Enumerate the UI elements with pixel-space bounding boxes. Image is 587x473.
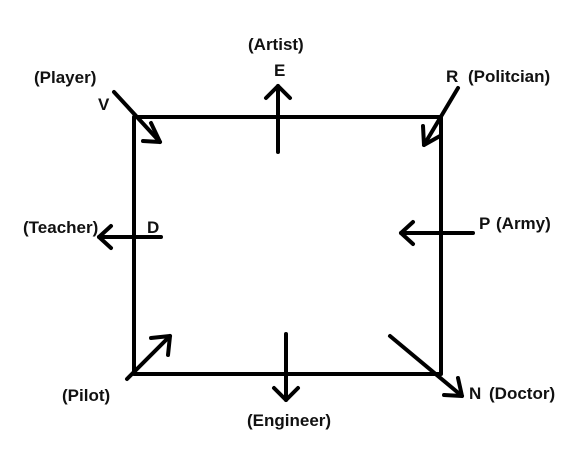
arrow-army-facing-inward xyxy=(399,220,475,246)
arrow-player-facing-inward xyxy=(112,90,162,144)
label-army-letter: P xyxy=(479,214,490,233)
label-pilot-role: (Pilot) xyxy=(62,386,110,405)
label-doctor-role: (Doctor) xyxy=(489,384,555,403)
arrow-politician-facing-inward xyxy=(421,86,460,147)
arrow-teacher-facing-outward xyxy=(97,224,163,250)
arrow-engineer-facing-outward xyxy=(272,332,300,402)
label-politician-role: (Politcian) xyxy=(468,67,550,86)
arrow-pilot-facing-inward xyxy=(125,334,172,381)
label-player-role: (Player) xyxy=(34,68,96,87)
label-army-role: (Army) xyxy=(496,214,551,233)
label-engineer-role: (Engineer) xyxy=(247,411,331,430)
label-teacher-role: (Teacher) xyxy=(23,218,98,237)
label-artist-role: (Artist) xyxy=(248,35,304,54)
arrow-artist-facing-outward xyxy=(264,84,292,154)
label-player-letter: V xyxy=(98,95,110,114)
label-teacher-letter: D xyxy=(147,218,159,237)
label-doctor-letter: N xyxy=(469,384,481,403)
label-politician-letter: R xyxy=(446,67,458,86)
arrow-doctor-facing-outward xyxy=(388,334,464,398)
label-artist-letter: E xyxy=(274,61,285,80)
